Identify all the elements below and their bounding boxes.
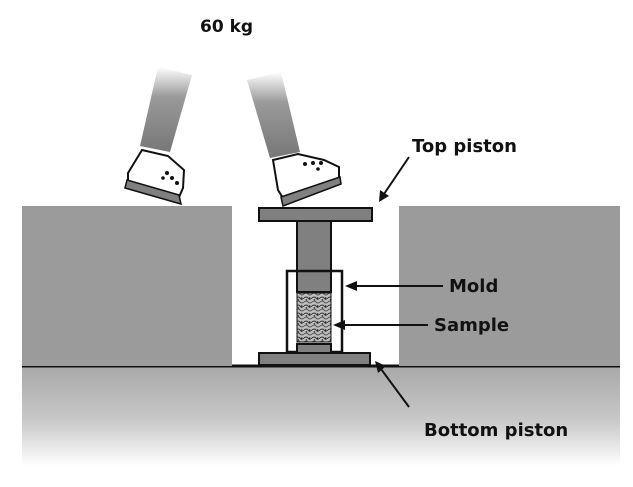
sample-arrow (333, 320, 428, 330)
sample (296, 292, 332, 343)
mold-label: Mold (449, 276, 499, 297)
top-piston-arrow (379, 156, 410, 202)
left-foot-icon (124, 67, 192, 206)
right-foot-icon (247, 72, 342, 208)
sample-label: Sample (434, 315, 510, 336)
top-piston (258, 207, 373, 293)
bottom-piston-label: Bottom piston (424, 420, 569, 441)
ground (22, 366, 620, 466)
bottom-piston-arrow (375, 361, 410, 408)
weight-label: 60 kg (200, 17, 254, 37)
mold-arrow (345, 281, 443, 291)
left-platform (22, 206, 232, 366)
bottom-piston (258, 343, 371, 366)
top-piston-label: Top piston (412, 136, 517, 157)
